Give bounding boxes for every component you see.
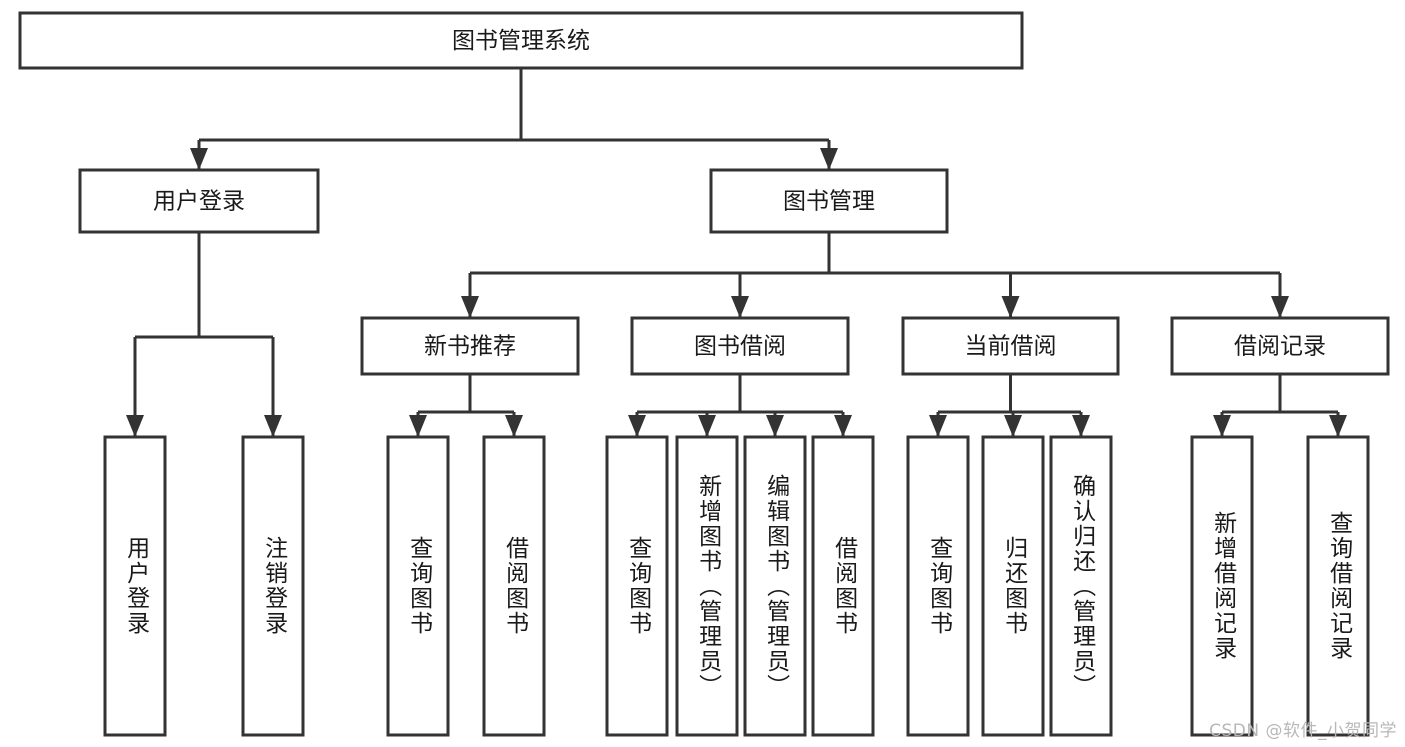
arrow-head-icon-group-0-leaf-0 [409, 415, 427, 437]
node-label-leaf-4: 查询图书 [624, 536, 651, 636]
node-label-level3-0: 新书推荐 [424, 334, 516, 360]
node-box-leaf-0[interactable] [103, 435, 167, 737]
node-box-level3-3[interactable] [1170, 316, 1390, 376]
arrow-head-icon-group-2-leaf-0 [929, 415, 947, 437]
arrow-head-icon-level3-3 [1271, 296, 1289, 318]
arrow-head-icon-group-1-leaf-0 [628, 415, 646, 437]
node-label-leaf-0: 用户登录 [122, 536, 149, 636]
node-box-leaf-10[interactable] [1049, 435, 1113, 737]
node-box-leaf-12[interactable] [1306, 435, 1370, 737]
arrow-head-icon-group-1-leaf-1 [698, 415, 716, 437]
node-box-level3-1[interactable] [630, 316, 850, 376]
node-box-leaf-7[interactable] [811, 435, 875, 737]
node-box-leaf-3[interactable] [482, 435, 546, 737]
node-box-leaf-1[interactable] [241, 435, 305, 737]
node-label-level3-2: 当前借阅 [965, 334, 1057, 360]
node-label-leaf-7: 借阅图书 [830, 536, 857, 636]
watermark-text: CSDN @软件_小贺同学 [1209, 721, 1397, 741]
node-label-leaf-8: 查询图书 [925, 536, 952, 636]
arrow-head-icon-level3-1 [731, 296, 749, 318]
node-box-leaf-11[interactable] [1190, 435, 1254, 737]
node-box-leaf-8[interactable] [906, 435, 970, 737]
node-box-leaf-2[interactable] [386, 435, 450, 737]
node-label-level3-3: 借阅记录 [1234, 334, 1326, 360]
connectors-layer [126, 68, 1347, 437]
node-label-leaf-11: 新增借阅记录 [1209, 511, 1236, 661]
node-label-leaf-5: 新增图书（管理员） [694, 473, 721, 699]
node-label-root: 图书管理系统 [452, 28, 590, 54]
node-label-leaf-10: 确认归还（管理员） [1068, 473, 1095, 699]
node-label-level2-0: 用户登录 [153, 189, 245, 215]
node-label-leaf-1: 注销登录 [260, 536, 287, 636]
arrow-head-icon-group-2-leaf-1 [1004, 415, 1022, 437]
node-box-leaf-5[interactable] [675, 435, 739, 737]
arrow-head-icon-level3-2 [1001, 296, 1020, 318]
node-box-root[interactable] [18, 11, 1024, 70]
arrow-head-icon-group-1-leaf-2 [766, 415, 784, 437]
arrow-head-icon-group-1-leaf-3 [834, 415, 852, 437]
arrow-head-icon-level2-1 [820, 148, 838, 170]
node-box-level3-0[interactable] [360, 316, 580, 376]
node-label-leaf-2: 查询图书 [405, 536, 432, 636]
node-box-level3-2[interactable] [901, 316, 1120, 376]
arrow-head-icon-user-leaf-0 [126, 415, 144, 437]
node-box-level2-0[interactable] [78, 168, 320, 234]
node-label-leaf-12: 查询借阅记录 [1325, 511, 1352, 661]
arrow-head-icon-user-leaf-1 [264, 415, 282, 437]
node-box-leaf-9[interactable] [981, 435, 1045, 737]
node-label-leaf-6: 编辑图书（管理员） [762, 473, 789, 699]
node-label-leaf-9: 归还图书 [1000, 536, 1027, 636]
node-label-level3-1: 图书借阅 [694, 334, 786, 360]
node-label-leaf-3: 借阅图书 [501, 536, 528, 636]
node-box-leaf-6[interactable] [743, 435, 807, 737]
node-box-leaf-4[interactable] [605, 435, 669, 737]
arrow-head-icon-group-2-leaf-2 [1072, 415, 1090, 437]
arrow-head-icon-level2-0 [190, 148, 208, 170]
node-label-level2-1: 图书管理 [783, 189, 875, 215]
node-box-level2-1[interactable] [709, 168, 949, 234]
arrow-head-icon-group-3-leaf-0 [1213, 415, 1231, 437]
arrow-head-icon-group-0-leaf-1 [505, 415, 523, 437]
arrow-head-icon-group-3-leaf-1 [1329, 415, 1347, 437]
arrow-head-icon-level3-0 [461, 296, 479, 318]
